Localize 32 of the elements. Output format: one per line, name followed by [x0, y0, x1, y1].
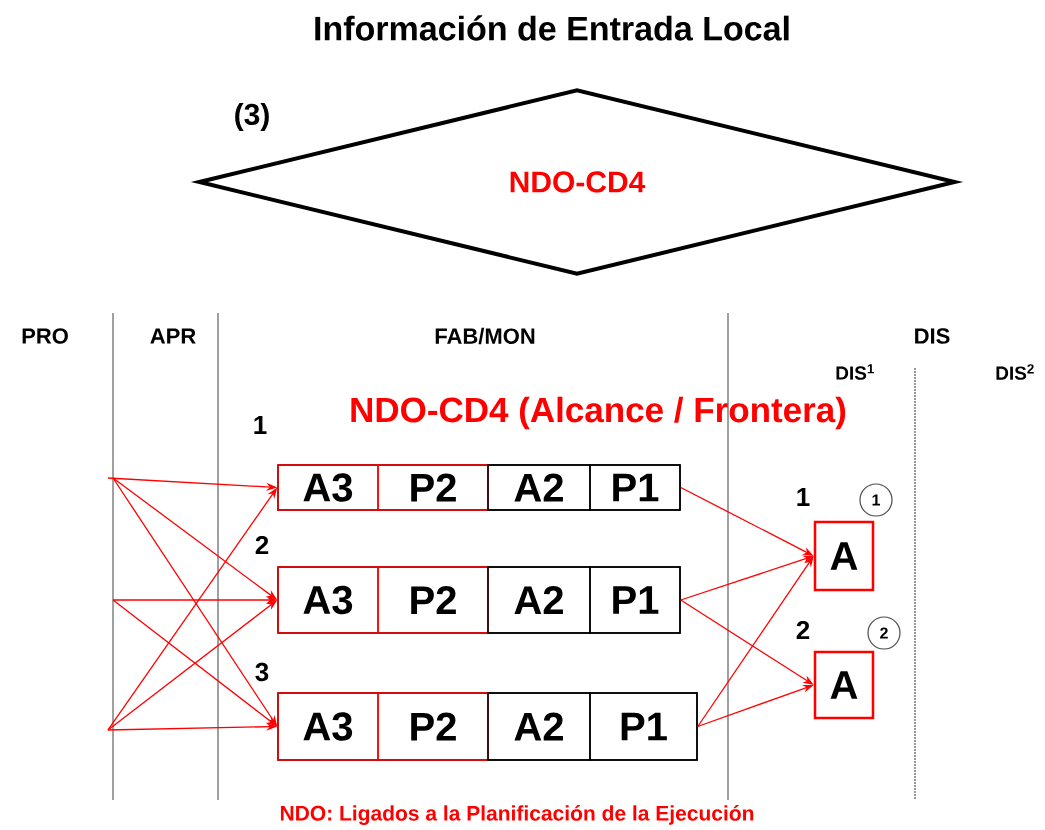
step-cell: A3 [277, 692, 379, 761]
output-box: A [813, 520, 875, 592]
step-cell: P2 [377, 566, 489, 634]
step-cell: A2 [487, 566, 591, 634]
column-header: PRO [22, 328, 68, 344]
step-cell: A3 [277, 566, 379, 634]
step-cell: P1 [589, 464, 681, 511]
step-cell: P1 [589, 692, 698, 761]
step-cell: P1 [589, 566, 681, 634]
step-cell: A2 [487, 692, 591, 761]
column-header: APR [150, 328, 196, 344]
step-cell: P2 [377, 692, 489, 761]
title: Información de Entrada Local [315, 15, 789, 41]
circled-number: 2 [867, 616, 901, 650]
output-box: A [813, 650, 875, 720]
row-number: 2 [796, 620, 810, 640]
step-cell: P2 [377, 464, 489, 511]
arrow [697, 556, 814, 728]
column-header: FAB/MON [435, 327, 535, 345]
row-number: 3 [255, 662, 269, 682]
step-cell: A2 [487, 464, 591, 511]
step-cell: A3 [277, 464, 379, 511]
row-number: 1 [254, 416, 267, 434]
circled-number: 1 [859, 483, 893, 517]
column-header: DIS [915, 328, 950, 344]
row-number: 2 [255, 535, 269, 555]
group-heading: NDO-CD4 (Alcance / Frontera) [351, 396, 846, 430]
column-header: DIS$^{2}$ [996, 364, 1034, 380]
step-number: (3) [235, 103, 269, 131]
column-header: DIS$^{1}$ [836, 364, 874, 380]
caption: NDO: Ligados a la Planificación de la Ejecución [280, 805, 754, 825]
row-number: 1 [797, 488, 810, 506]
